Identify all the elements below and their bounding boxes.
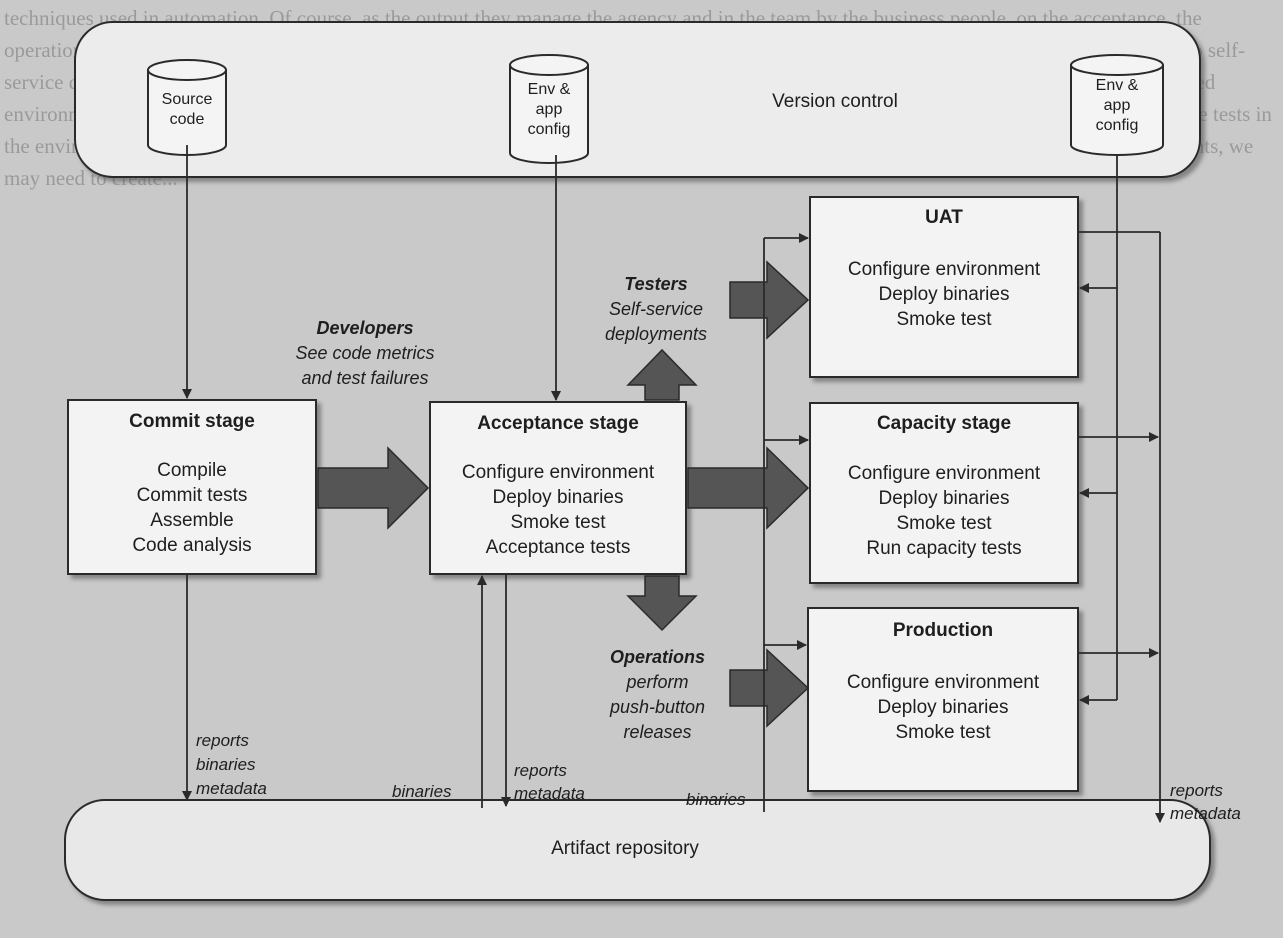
production-title: Production bbox=[892, 620, 994, 641]
acceptance-binaries-label: binaries bbox=[392, 782, 452, 801]
operations-arrow bbox=[729, 648, 810, 728]
version-control-box bbox=[74, 21, 1201, 178]
env-config-cylinder-1 bbox=[509, 54, 589, 164]
right-binaries-label: binaries bbox=[686, 790, 746, 809]
operations-annotation: Operations perform push-button releases bbox=[609, 647, 706, 742]
artifact-repository-box bbox=[64, 799, 1211, 901]
acceptance-to-capacity-arrow bbox=[687, 446, 810, 530]
testers-arrow bbox=[729, 260, 810, 340]
commit-stage-title: Commit stage bbox=[129, 411, 255, 432]
source-code-label: Source code bbox=[161, 91, 213, 128]
production-box bbox=[807, 607, 1079, 792]
version-control-label: Version control bbox=[772, 91, 898, 112]
uat-box bbox=[809, 196, 1079, 378]
uat-steps: Configure environment Deploy binaries Sm… bbox=[847, 259, 1041, 330]
acceptance-stage-steps: Configure environment Deploy binaries Sm… bbox=[461, 462, 655, 558]
right-reports-label: reports metadata bbox=[1170, 781, 1241, 823]
artifact-repository-label: Artifact repository bbox=[551, 838, 699, 859]
testers-annotation: Testers Self-service deployments bbox=[604, 274, 708, 344]
commit-to-acceptance-arrow bbox=[317, 446, 430, 530]
acceptance-stage-box bbox=[429, 401, 687, 575]
env-config-label-2: Env & app config bbox=[1095, 77, 1139, 134]
capacity-stage-box bbox=[809, 402, 1079, 584]
env-config-label-1: Env & app config bbox=[527, 81, 571, 138]
developers-annotation: Developers See code metrics and test fai… bbox=[295, 318, 435, 388]
env-config-cylinder-2 bbox=[1070, 54, 1164, 156]
capacity-stage-title: Capacity stage bbox=[876, 413, 1012, 434]
commit-stage-steps: Compile Commit tests Assemble Code analy… bbox=[132, 460, 252, 556]
down-block-arrow bbox=[626, 575, 698, 632]
acceptance-stage-title: Acceptance stage bbox=[477, 413, 639, 434]
capacity-stage-steps: Configure environment Deploy binaries Sm… bbox=[847, 463, 1041, 559]
source-code-cylinder bbox=[147, 59, 227, 156]
uat-title: UAT bbox=[925, 207, 963, 228]
commit-stage-box bbox=[67, 399, 317, 575]
acceptance-reports-label: reports metadata bbox=[514, 761, 585, 803]
production-steps: Configure environment Deploy binaries Sm… bbox=[846, 672, 1040, 743]
commit-reports-label: reports binaries metadata bbox=[196, 731, 267, 798]
up-block-arrow bbox=[626, 348, 698, 401]
